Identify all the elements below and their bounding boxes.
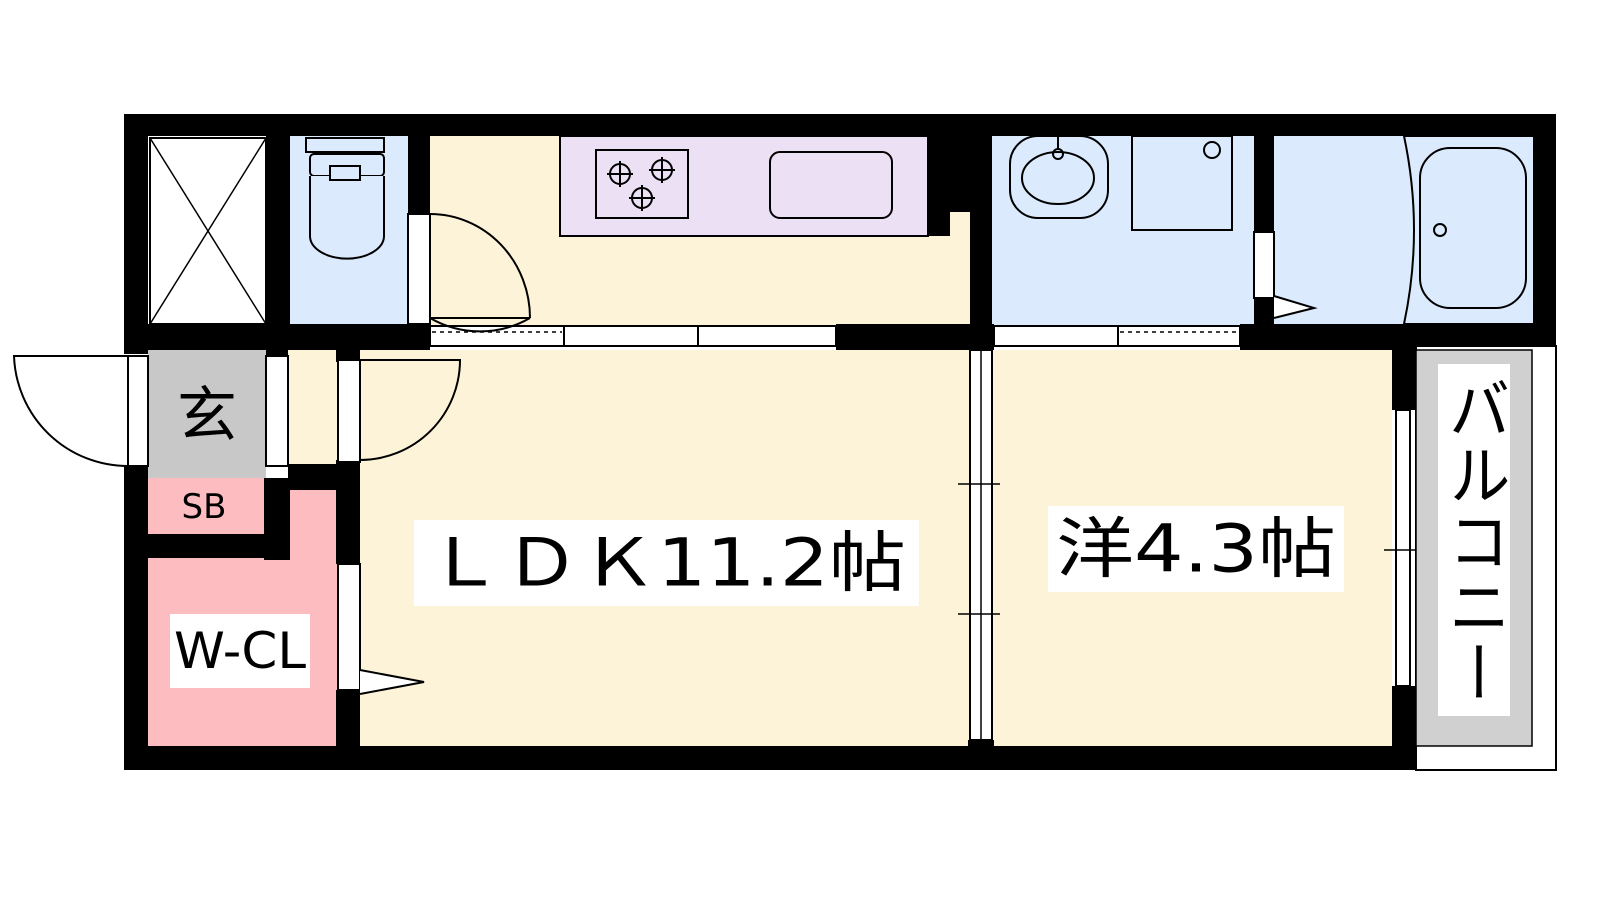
windows	[429, 325, 1411, 687]
western-label-bg	[1048, 506, 1344, 592]
stove-icon	[595, 149, 689, 219]
toilet-icon	[305, 137, 385, 260]
shoe-box-floor	[148, 478, 264, 536]
entrance-floor	[148, 350, 266, 478]
western-room-label: 洋4.3帖	[1056, 511, 1336, 588]
shoe-box-label: SB	[182, 487, 227, 527]
bathtub-icon	[1402, 135, 1535, 325]
doors	[12, 213, 1318, 695]
entrance-label: 玄	[177, 381, 237, 451]
balcony-label: バルコニー	[1438, 375, 1511, 705]
hall-floor	[288, 350, 340, 466]
walk-in-closet-label: W-CL	[174, 622, 306, 680]
closet-label-bg	[170, 614, 310, 688]
ldk-label-bg	[414, 520, 919, 606]
washing-machine-icon	[1131, 135, 1233, 231]
sink-icon	[769, 151, 893, 219]
ldk-label: ＬＤＫ11.2帖	[426, 525, 906, 602]
walls	[124, 114, 1556, 770]
balcony-label-bg	[1438, 364, 1510, 716]
storage-cross-line	[149, 137, 267, 325]
washbasin-icon	[1009, 135, 1109, 219]
